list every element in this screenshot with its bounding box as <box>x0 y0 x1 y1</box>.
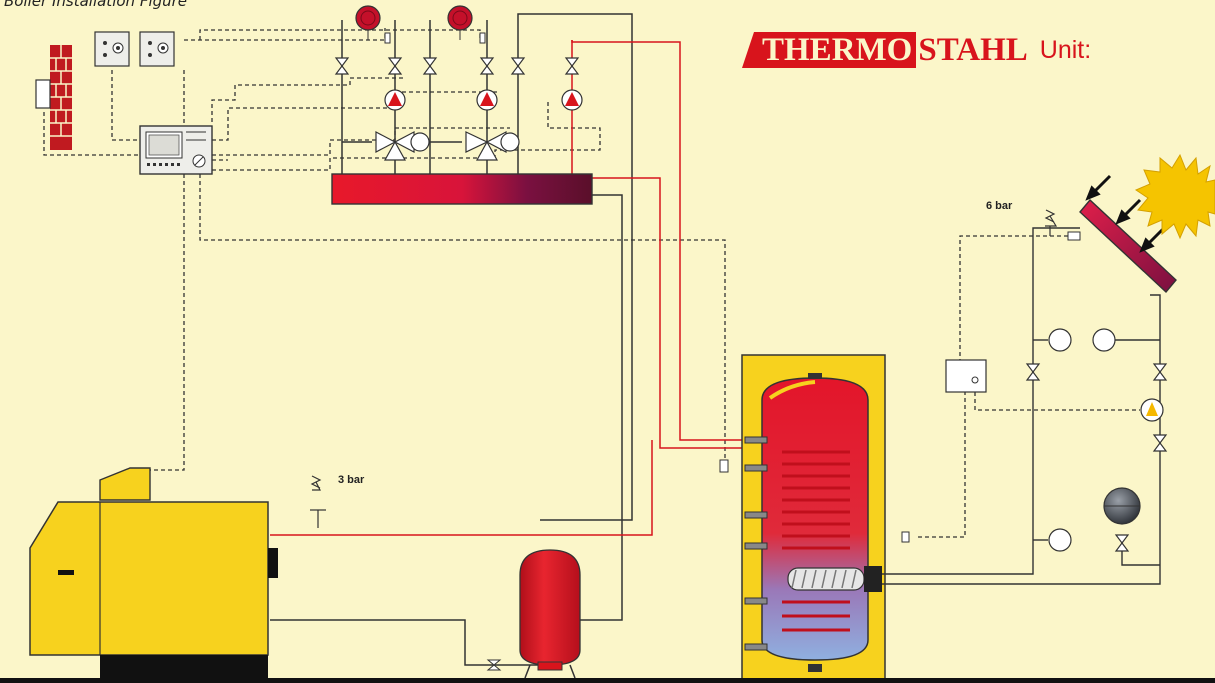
figure-title: Boiler Installation Figure <box>4 0 188 10</box>
brand-logo: THERMO STAHL Unit: <box>742 30 1091 70</box>
solid-fuel-boiler <box>29 467 278 679</box>
collector-safety-valve <box>1044 209 1058 236</box>
solar-station <box>945 328 1168 552</box>
pump-valve-set <box>334 5 583 161</box>
controller <box>139 125 213 175</box>
heating-pipes <box>270 13 633 666</box>
floor-line <box>0 678 1215 683</box>
boiler-pressure-label: 3 bar <box>338 474 365 486</box>
outdoor-sensor <box>35 45 72 150</box>
brand-unit-label: Unit: <box>1039 35 1092 64</box>
expansion-vessel <box>486 549 581 679</box>
room-thermostats <box>94 31 175 67</box>
sun-icon <box>1134 153 1215 240</box>
boiler-safety-valve <box>310 475 326 528</box>
solar-circuit <box>882 227 1161 585</box>
control-wiring <box>43 28 1140 538</box>
brand-rest: STAHL <box>918 31 1028 68</box>
hot-water-tank <box>719 354 910 681</box>
brand-highlight: THERMO <box>742 32 917 68</box>
distribution-manifold <box>331 173 593 205</box>
solar-collector <box>1079 174 1177 294</box>
collector-pressure-label: 6 bar <box>986 200 1013 212</box>
